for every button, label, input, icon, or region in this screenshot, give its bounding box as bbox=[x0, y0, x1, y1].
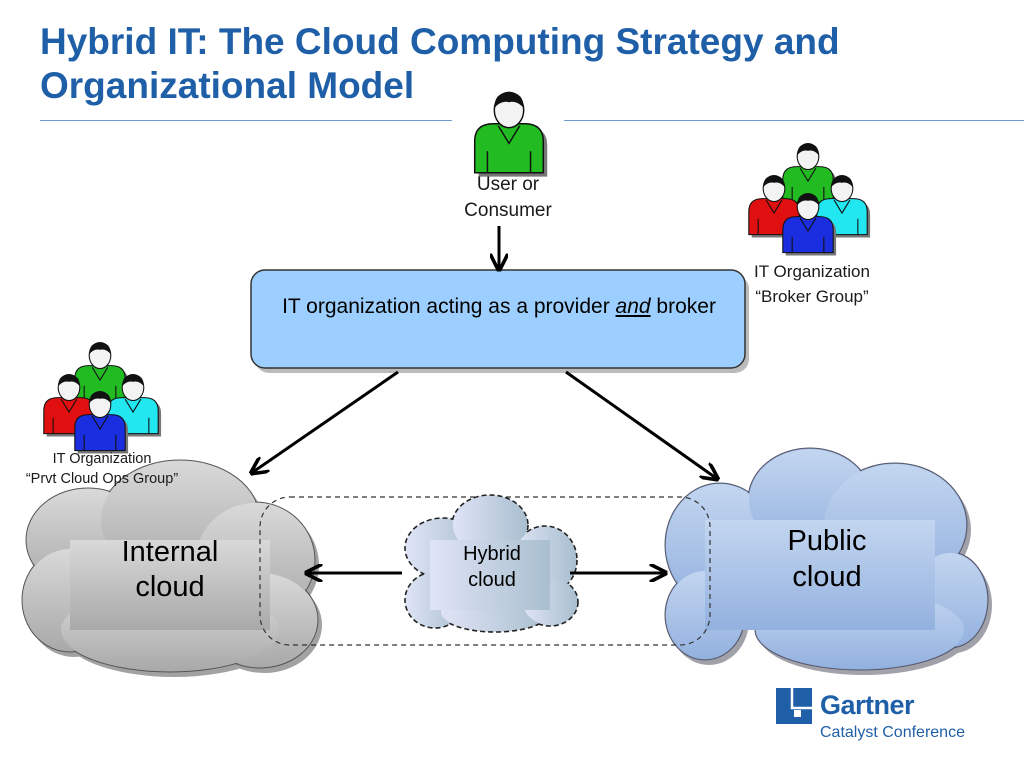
public-cloud-label: Public cloud bbox=[750, 523, 904, 595]
ops-person-green-icon bbox=[74, 342, 129, 405]
internal-cloud-label-line1: Internal bbox=[121, 536, 219, 568]
public-cloud-label-line1: Public bbox=[787, 525, 867, 557]
internal-cloud-label: Internal cloud bbox=[90, 535, 250, 605]
hybrid-cloud-label-line1: Hybrid bbox=[463, 543, 521, 565]
broker-group-label-line1: IT Organization bbox=[754, 262, 870, 281]
broker-person-cyan-icon bbox=[816, 175, 871, 238]
arrow-box-to-public bbox=[565, 370, 716, 478]
broker-group-label: IT Organization “Broker Group” bbox=[730, 259, 894, 309]
ops-group-label-line1: IT Organization bbox=[52, 451, 152, 467]
provider-box-text: IT organization acting as a provider and… bbox=[262, 291, 736, 322]
user-label-line2: Consumer bbox=[464, 200, 552, 221]
arrow-box-to-internal bbox=[253, 370, 399, 472]
user-label-line1: User or bbox=[476, 174, 540, 195]
provider-box-text-after: broker bbox=[650, 295, 716, 318]
broker-group-label-line2: “Broker Group” bbox=[755, 287, 869, 306]
ops-person-blue-icon bbox=[74, 391, 129, 454]
hybrid-overlap-region bbox=[259, 496, 711, 646]
hybrid-cloud-label-line2: cloud bbox=[468, 569, 516, 591]
broker-person-blue-icon bbox=[782, 193, 837, 256]
hybrid-cloud bbox=[404, 494, 579, 633]
title-rule-right bbox=[564, 120, 1024, 121]
slide-title: Hybrid IT: The Cloud Computing Strategy … bbox=[40, 21, 840, 106]
gartner-logo-name: Gartner bbox=[820, 690, 915, 720]
internal-cloud bbox=[21, 459, 322, 677]
internal-cloud-label-line2: cloud bbox=[135, 571, 205, 603]
provider-box-text-before: IT organization acting as a provider bbox=[282, 295, 616, 318]
ops-group-label-line2: “Prvt Cloud Ops Group” bbox=[25, 471, 179, 487]
ops-group-label: IT Organization “Prvt Cloud Ops Group” bbox=[8, 449, 196, 489]
public-cloud bbox=[664, 447, 992, 675]
hybrid-cloud-label: Hybrid cloud bbox=[440, 541, 544, 593]
user-person-icon bbox=[473, 91, 548, 177]
gartner-logo-subtitle: Catalyst Conference bbox=[820, 724, 965, 741]
gartner-logo: Gartner Catalyst Conference bbox=[776, 688, 976, 748]
user-label: User or Consumer bbox=[440, 172, 576, 224]
provider-box-text-emphasis: and bbox=[615, 295, 651, 318]
title-rule-left bbox=[40, 120, 452, 121]
gartner-logo-mark-icon bbox=[776, 688, 812, 724]
public-cloud-label-line2: cloud bbox=[792, 561, 862, 593]
